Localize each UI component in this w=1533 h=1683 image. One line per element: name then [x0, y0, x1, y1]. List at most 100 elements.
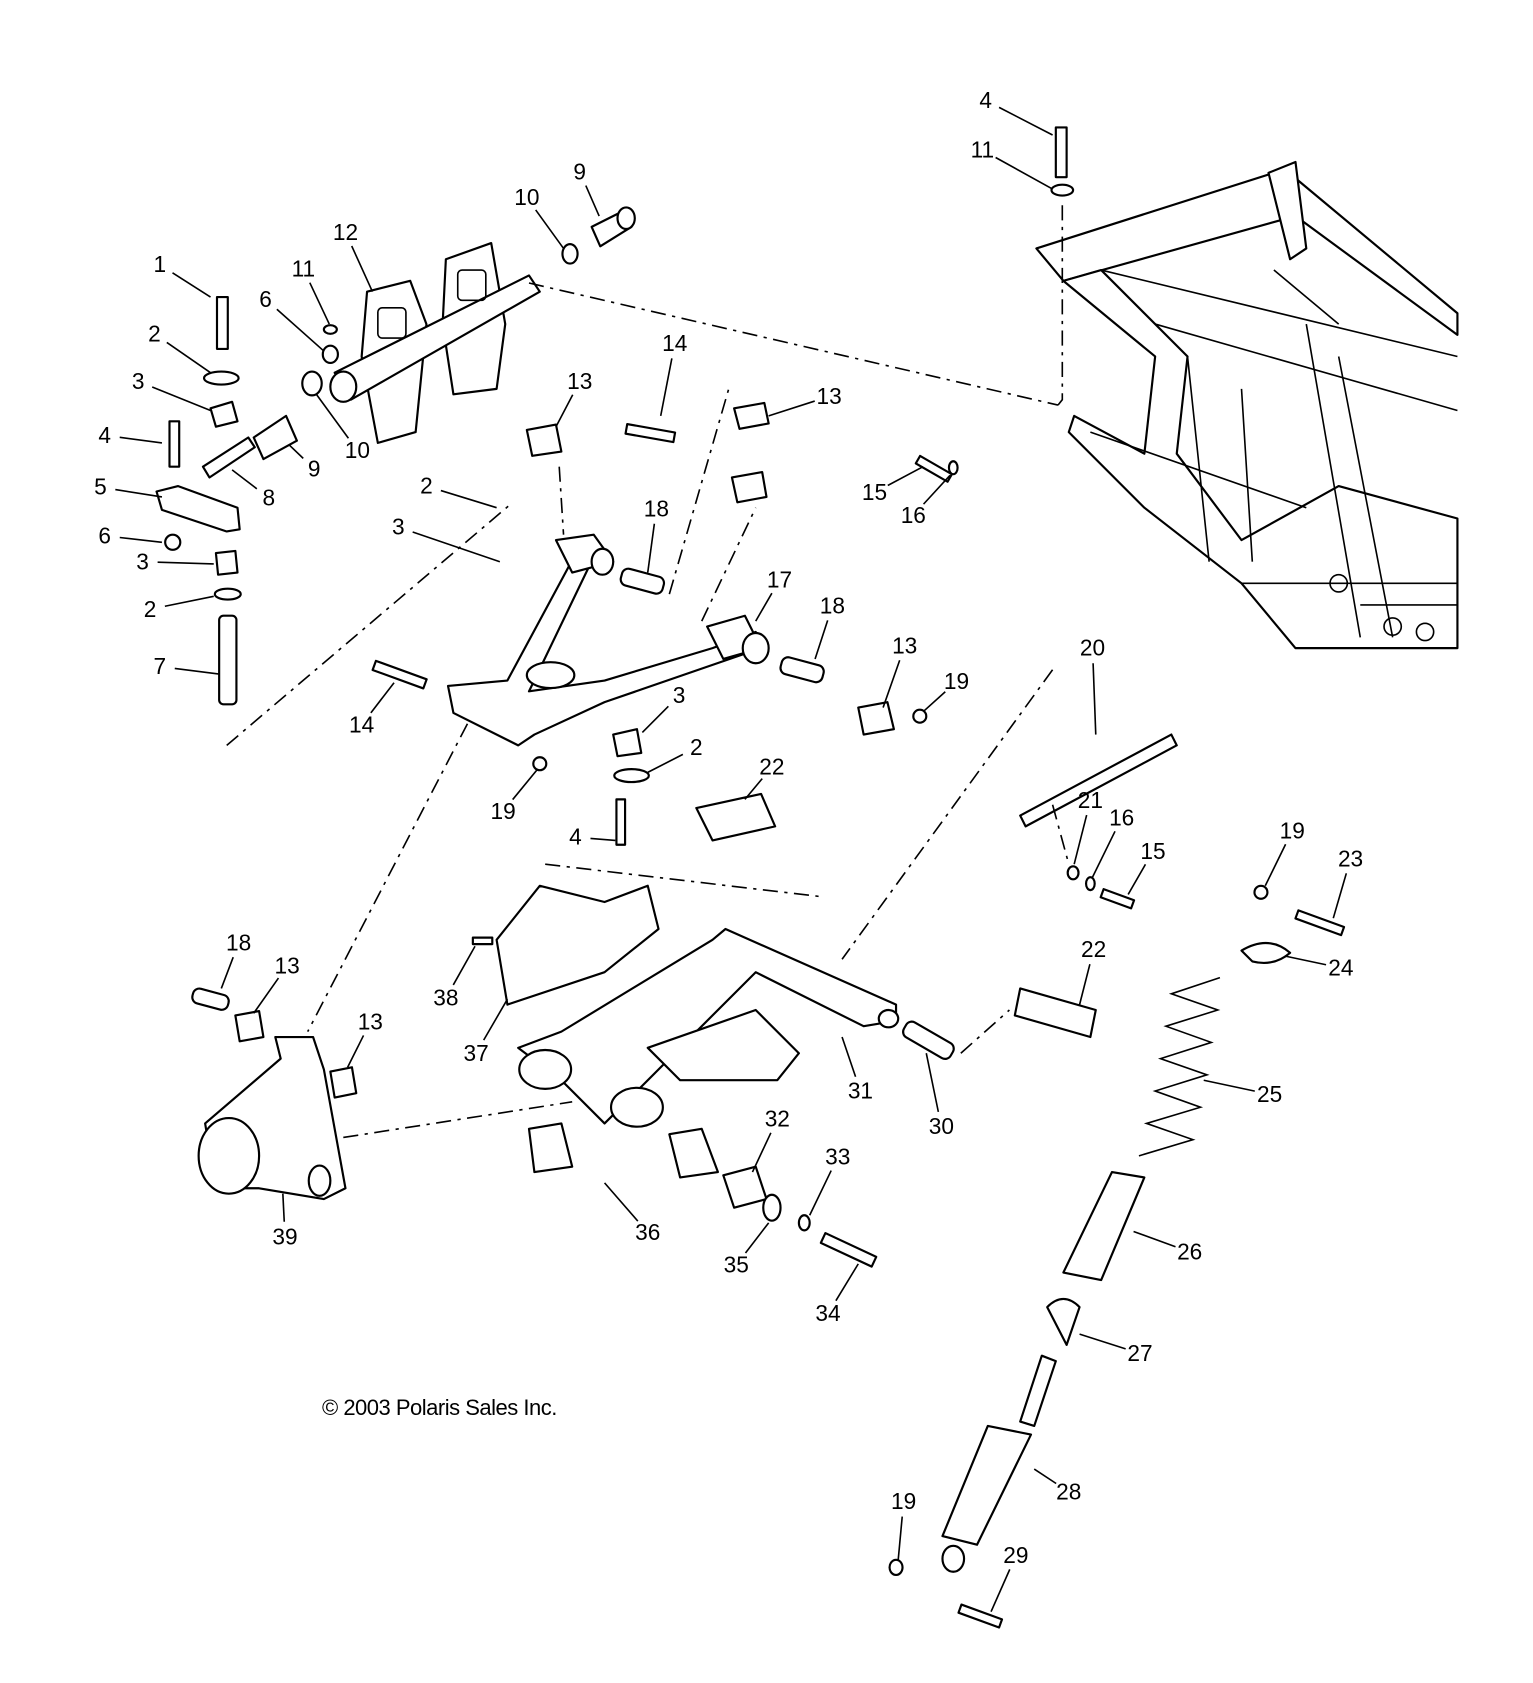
spring-25: [1138, 976, 1221, 1157]
callout-label: 28: [1056, 1478, 1081, 1504]
callout-leader-line: [1091, 830, 1116, 878]
callout-leader-line: [922, 474, 951, 505]
bushings-13-14-18: [371, 401, 959, 846]
washer-33: [797, 1214, 811, 1232]
callout-leader-line: [452, 945, 476, 986]
callout-leader-line: [164, 595, 214, 608]
callout-label: 31: [848, 1078, 873, 1104]
callout-label: 18: [820, 593, 845, 619]
callout-leader-line: [220, 956, 234, 989]
callout-leader-line: [887, 465, 924, 487]
callout-leader-line: [151, 386, 211, 412]
callout-leader-line: [751, 1132, 772, 1173]
callout-label: 13: [892, 633, 917, 659]
washer-10-left: [301, 370, 323, 397]
callout-leader-line: [923, 691, 946, 712]
callout-label: 2: [690, 734, 703, 760]
callout-leader-line: [253, 977, 280, 1014]
pin-18-lower: [191, 987, 230, 1011]
callout-leader-line: [995, 156, 1053, 190]
callout-leader-line: [841, 1036, 857, 1077]
callout-leader-line: [897, 1516, 904, 1560]
bolt-38: [471, 936, 494, 946]
callout-label: 22: [1081, 936, 1106, 962]
callout-label: 9: [308, 455, 321, 481]
callout-label: 10: [514, 184, 539, 210]
upper-a-arm-17: [446, 533, 770, 747]
callout-label: 4: [98, 422, 111, 448]
bolt-15: [1099, 888, 1136, 910]
callout-label: 22: [759, 754, 784, 780]
callout-leader-line: [276, 308, 325, 352]
bushing-36b: [668, 1127, 719, 1179]
bolt-4-left: [168, 420, 181, 468]
cap-27: [1046, 1297, 1081, 1346]
callout-label: 4: [979, 87, 992, 113]
callout-label: 32: [765, 1106, 790, 1132]
callout-leader-line: [744, 778, 763, 800]
callout-leader-line: [1073, 814, 1088, 865]
callout-label: 13: [567, 368, 592, 394]
callout-label: 26: [1177, 1239, 1202, 1265]
callout-label: 37: [463, 1040, 488, 1066]
callout-leader-line: [1079, 1333, 1126, 1350]
callout-label: 10: [345, 437, 370, 463]
callout-label: 23: [1338, 845, 1363, 871]
callout-leader-line: [350, 245, 374, 292]
washer-10-top: [561, 243, 579, 265]
bolt-34: [819, 1231, 878, 1268]
nut-21: [1066, 865, 1080, 881]
callout-label: 15: [1140, 838, 1165, 864]
callout-leader-line: [231, 469, 258, 490]
callout-leader-line: [440, 489, 497, 509]
callout-leader-line: [315, 393, 350, 439]
callout-label: 8: [263, 485, 276, 511]
callout-leader-line: [1203, 1079, 1255, 1092]
washer-11-top: [1050, 183, 1075, 197]
callout-label: 9: [573, 158, 586, 184]
callout-label: 14: [349, 711, 374, 737]
callout-leader-line: [835, 1263, 859, 1302]
callout-leader-line: [768, 400, 815, 417]
callout-leader-line: [925, 1053, 940, 1113]
callout-leader-line: [603, 1182, 639, 1222]
callout-label: 2: [144, 596, 157, 622]
callout-label: 33: [825, 1143, 850, 1169]
callout-leader-line: [641, 705, 669, 733]
callout-leader-line: [585, 185, 600, 217]
callout-leader-line: [288, 444, 304, 459]
callout-label: 1: [153, 251, 166, 277]
nut-6: [164, 533, 182, 551]
callout-label: 17: [767, 567, 792, 593]
bushing-36: [527, 1122, 574, 1174]
callout-leader-line: [1092, 663, 1097, 735]
pin-8: [201, 436, 256, 479]
callout-label: 25: [1257, 1081, 1282, 1107]
callout-leader-line: [282, 1193, 286, 1222]
callout-leader-line: [174, 667, 220, 675]
callout-leader-line: [882, 659, 901, 708]
bushing-3-lower: [214, 549, 239, 576]
callout-label: 39: [272, 1223, 297, 1249]
bolt-4-top: [1054, 126, 1068, 179]
callout-label: 3: [132, 368, 145, 394]
callout-leader-line: [1078, 963, 1091, 1005]
callout-label: 13: [817, 383, 842, 409]
callout-label: 35: [724, 1252, 749, 1278]
callout-label: 13: [275, 952, 300, 978]
nut-19-bottom: [888, 1558, 904, 1577]
callout-leader-line: [1332, 873, 1348, 919]
callout-labels: 1234561112109910863272313141318171813191…: [94, 87, 1363, 1613]
callout-label: 19: [891, 1488, 916, 1514]
callout-label: 4: [569, 824, 582, 850]
callout-leader-line: [659, 358, 673, 417]
callout-label: 5: [94, 474, 107, 500]
callout-label: 2: [420, 473, 433, 499]
callout-label: 29: [1003, 1542, 1028, 1568]
copyright-notice: © 2003 Polaris Sales Inc.: [322, 1395, 557, 1420]
callout-leader-line: [115, 488, 163, 498]
vehicle-frame: [1035, 160, 1459, 650]
callout-leader-line: [590, 837, 616, 842]
callout-leader-line: [370, 682, 395, 714]
callout-label: 30: [929, 1113, 954, 1139]
